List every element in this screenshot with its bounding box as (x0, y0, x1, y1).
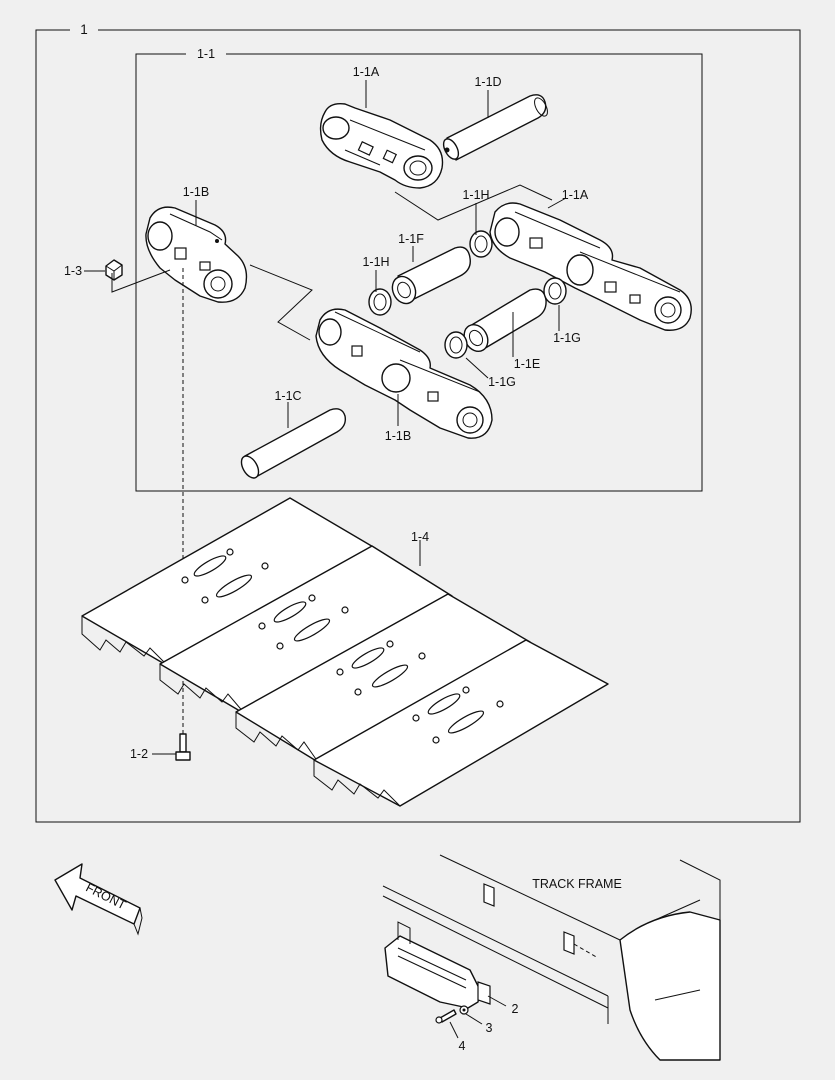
inner-frame: 1-1 (135, 47, 703, 492)
label-1-2: 1-2 (130, 747, 148, 761)
label-1-1g-left: 1-1G (488, 375, 516, 389)
seal-1-1g-right (543, 277, 567, 305)
track-frame-label: TRACK FRAME (532, 877, 622, 891)
outer-frame: 1 (35, 22, 801, 823)
label-1-1a-right: 1-1A (562, 188, 589, 202)
track-link-1-1b-lower (315, 308, 493, 439)
track-link-1-1a-right (489, 202, 692, 331)
bushing-1-1e (463, 288, 547, 353)
track-shoes-1-4 (81, 497, 609, 807)
label-1-4: 1-4 (411, 530, 429, 544)
seal-1-1h-left (368, 288, 392, 316)
part-labels-bottom: 2 3 4 (459, 1002, 519, 1053)
label-2: 2 (512, 1002, 519, 1016)
washer-3 (459, 1005, 469, 1015)
nut-1-3 (105, 259, 123, 281)
label-1-1a-top: 1-1A (353, 65, 380, 79)
label-3: 3 (486, 1021, 493, 1035)
label-1-3: 1-3 (64, 264, 82, 278)
seal-1-1h-right (469, 230, 493, 258)
track-frame: TRACK FRAME (382, 854, 721, 1061)
bushing-1-1f (391, 246, 471, 305)
inner-frame-label: 1-1 (197, 47, 215, 61)
label-1-1b-lower: 1-1B (385, 429, 411, 443)
seal-1-1g-left (444, 331, 468, 359)
pin-1-1c (240, 408, 347, 479)
label-1-1c: 1-1C (274, 389, 301, 403)
track-guard (384, 921, 491, 1009)
bolt-1-2 (175, 733, 191, 761)
label-1-1h-right: 1-1H (462, 188, 489, 202)
leader-lines-bottom (449, 995, 507, 1039)
label-1-1h-left: 1-1H (362, 255, 389, 269)
track-link-1-1b-left (145, 206, 248, 303)
part-labels: 1-1A 1-1D 1-1B 1-1H 1-1A 1-1F 1-3 1-1H 1… (64, 65, 589, 761)
leader-lines (84, 80, 567, 755)
pin-1-1d (442, 94, 548, 161)
front-arrow: FRONT (54, 863, 143, 936)
bolt-4 (435, 1009, 457, 1024)
label-1-1d: 1-1D (474, 75, 501, 89)
track-link-1-1a-top (319, 102, 444, 189)
label-1-1f: 1-1F (398, 232, 424, 246)
label-1-1e: 1-1E (514, 357, 540, 371)
label-4: 4 (459, 1039, 466, 1053)
label-1-1g-right: 1-1G (553, 331, 581, 345)
outer-frame-label: 1 (80, 22, 88, 37)
label-1-1b-left: 1-1B (183, 185, 209, 199)
